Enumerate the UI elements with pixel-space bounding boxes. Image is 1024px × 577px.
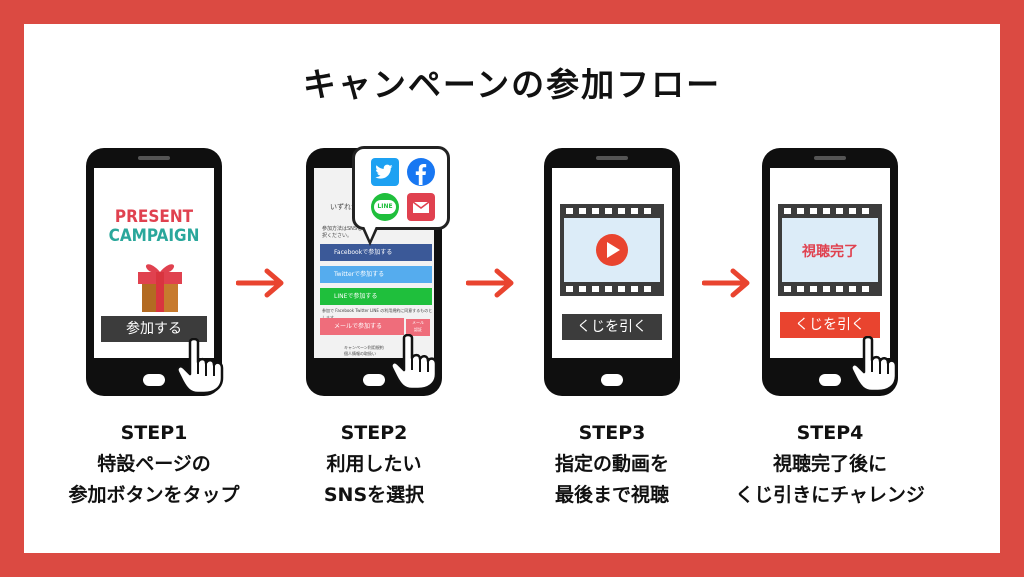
pointing-hand-icon [176,338,224,394]
film-strip: 視聴完了 [778,204,882,296]
facebook-icon[interactable] [407,158,435,186]
step-caption-1: STEP1 特設ページの 参加ボタンをタップ [44,418,264,511]
watch-complete-text: 視聴完了 [802,244,858,260]
phone-speaker [596,156,628,160]
phone-screen: 視聴完了 くじを引く [770,168,890,358]
home-button[interactable] [143,374,165,386]
pointing-hand-icon [850,336,898,392]
sns-intro: いずれかの [330,203,365,211]
step-number: STEP4 [796,422,864,444]
step-number: STEP2 [340,422,408,444]
phone-screen: くじを引く [552,168,672,358]
home-button[interactable] [819,374,841,386]
phone-step1: PRESENT CAMPAIGN 参加する [86,148,222,396]
step-line-2: 最後まで視聴 [554,484,669,506]
line-join-button[interactable]: LINEで参加する [320,288,432,305]
step-line-2: 参加ボタンをタップ [68,484,240,506]
footer-privacy[interactable]: 個人情報の取扱い [344,351,376,356]
step-line-1: 指定の動画を [554,453,669,475]
pointing-hand-icon [390,334,438,390]
line-icon[interactable]: LINE [371,193,399,221]
twitter-icon[interactable] [371,158,399,186]
arrow-right-icon [236,268,284,298]
lottery-button[interactable]: くじを引く [562,314,662,340]
step-line-2: くじ引きにチャレンジ [735,484,925,506]
sns-policy: 参加で Facebook Twitter LINE の利用規約に同意するものとし… [322,308,433,320]
mail-auth-badge: メール 認証 [406,319,430,336]
step-line-1: 特設ページの [97,453,211,475]
film-strip-icon [560,204,664,296]
mail-join-button[interactable]: メールで参加する [320,318,404,335]
page-title: キャンペーンの参加フロー [302,65,722,104]
step-number: STEP3 [578,422,646,444]
phone-screen: PRESENT CAMPAIGN 参加する [94,168,214,358]
arrow-right-icon [466,268,514,298]
join-button[interactable]: 参加する [101,316,207,342]
arrow-right-icon [702,268,750,298]
phone-speaker [814,156,846,160]
campaign-headline: PRESENT CAMPAIGN [94,208,214,246]
gift-icon [138,264,182,312]
step-caption-4: STEP4 視聴完了後に くじ引きにチャレンジ [720,418,940,511]
sns-note-2: 択ください。 [322,233,353,239]
step-line-1: 利用したい [326,453,422,475]
footer-terms[interactable]: キャンペーン利用規約 [344,345,384,350]
facebook-join-button[interactable]: Facebookで参加する [320,244,432,261]
sns-note-1: 参加方法はSNSを一つ選 [322,226,378,232]
home-button[interactable] [601,374,623,386]
headline-present: PRESENT [114,207,194,227]
step-line-2: SNSを選択 [323,484,425,506]
mail-icon[interactable] [407,193,435,221]
lottery-button[interactable]: くじを引く [780,312,880,338]
film-strip-icon [778,204,882,296]
step-caption-2: STEP2 利用したい SNSを選択 [264,418,484,511]
phone-speaker [138,156,170,160]
home-button[interactable] [363,374,385,386]
twitter-join-button[interactable]: Twitterで参加する [320,266,432,283]
step-caption-3: STEP3 指定の動画を 最後まで視聴 [502,418,722,511]
sns-icons-bubble: LINE [352,146,450,230]
phone-step4: 視聴完了 くじを引く [762,148,898,396]
step-line-1: 視聴完了後に [772,453,887,475]
phone-step3: くじを引く [544,148,680,396]
headline-campaign: CAMPAIGN [108,226,200,246]
bubble-tail-inner [363,224,377,240]
step-number: STEP1 [120,422,188,444]
line-icon-label: LINE [374,200,396,214]
